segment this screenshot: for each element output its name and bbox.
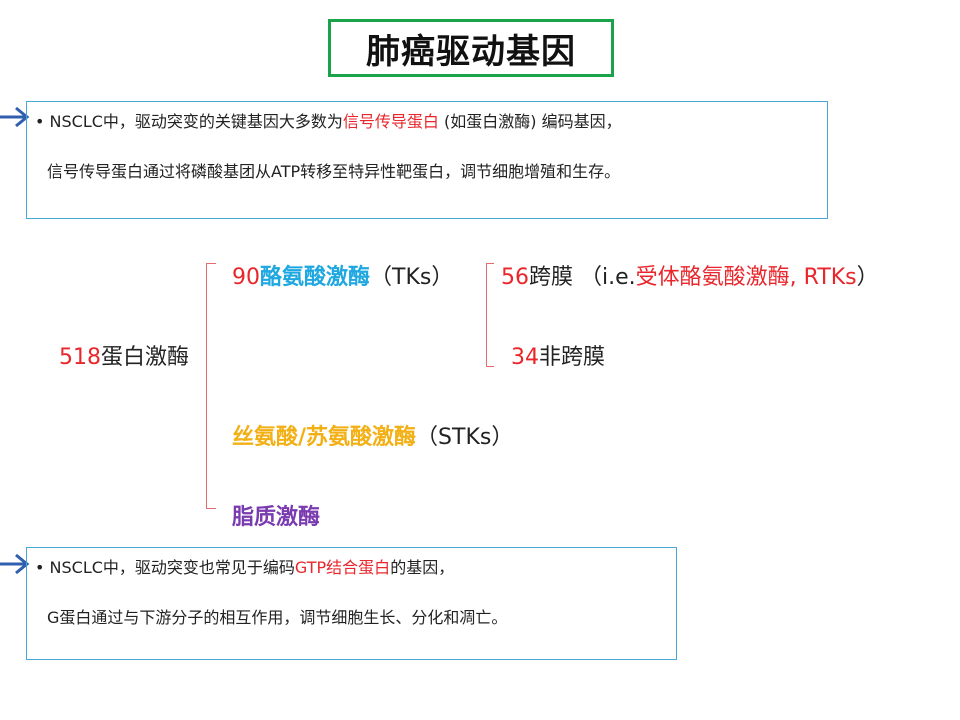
arrow-right-icon <box>0 553 30 575</box>
box2-line2: G蛋白通过与下游分子的相互作用，调节细胞生长、分化和凋亡。 <box>47 608 508 627</box>
box2-line1-text-b: 的基因， <box>390 558 455 577</box>
tk-abbr: （TKs） <box>370 265 454 290</box>
branch-receptor-tk: 56跨膜 （i.e.受体酪氨酸激酶, RTKs） <box>501 264 879 292</box>
bullet: • <box>35 558 45 577</box>
box1-highlight: 信号传导蛋白 <box>342 112 439 131</box>
box2-highlight: GTP结合蛋白 <box>294 558 391 577</box>
tk-name: 酪氨酸激酶 <box>260 265 371 290</box>
root-protein-kinase: 518蛋白激酶 <box>59 344 189 372</box>
page-title: 肺癌驱动基因 <box>366 31 576 72</box>
branch-serine-threonine-kinase: 丝氨酸/苏氨酸激酶（STKs） <box>232 424 513 452</box>
rtk-name: 受体酪氨酸激酶, RTKs <box>635 265 857 290</box>
lipid-name: 脂质激酶 <box>232 505 321 530</box>
box1-line1: • NSCLC中，驱动突变的关键基因大多数为信号传导蛋白 (如蛋白激酶) 编码基… <box>35 112 622 132</box>
tk-count: 90 <box>232 265 260 290</box>
nrtk-count: 34 <box>511 345 539 370</box>
info-box-gtp-binding: • NSCLC中，驱动突变也常见于编码GTP结合蛋白的基因， G蛋白通过与下游分… <box>26 547 677 660</box>
rtk-count: 56 <box>501 265 529 290</box>
stk-abbr: （STKs） <box>416 425 514 450</box>
branch-tyrosine-kinase: 90酪氨酸激酶（TKs） <box>232 264 453 292</box>
branch-non-receptor-tk: 34非跨膜 <box>511 344 605 372</box>
root-label: 蛋白激酶 <box>101 345 190 370</box>
rtk-label: 跨膜 （i.e. <box>529 265 636 290</box>
info-box-signal-transduction: • NSCLC中，驱动突变的关键基因大多数为信号传导蛋白 (如蛋白激酶) 编码基… <box>26 101 828 219</box>
box1-line1-text-a: NSCLC中，驱动突变的关键基因大多数为 <box>49 112 343 131</box>
stk-name: 丝氨酸/苏氨酸激酶 <box>232 425 417 450</box>
tk-bracket <box>486 263 494 367</box>
box1-line1-text-b: (如蛋白激酶) 编码基因， <box>438 112 622 131</box>
box2-line1: • NSCLC中，驱动突变也常见于编码GTP结合蛋白的基因， <box>35 558 454 578</box>
nrtk-label: 非跨膜 <box>539 345 606 370</box>
box1-line2: 信号传导蛋白通过将磷酸基团从ATP转移至特异性靶蛋白，调节细胞增殖和生存。 <box>47 162 621 181</box>
title-box: 肺癌驱动基因 <box>328 19 614 77</box>
bullet: • <box>35 112 45 131</box>
branch-lipid-kinase: 脂质激酶 <box>232 504 320 532</box>
root-count: 518 <box>59 345 101 370</box>
rtk-close: ） <box>856 265 879 290</box>
arrow-right-icon <box>0 106 30 128</box>
box2-line1-text-a: NSCLC中，驱动突变也常见于编码 <box>49 558 295 577</box>
main-bracket <box>206 263 216 509</box>
